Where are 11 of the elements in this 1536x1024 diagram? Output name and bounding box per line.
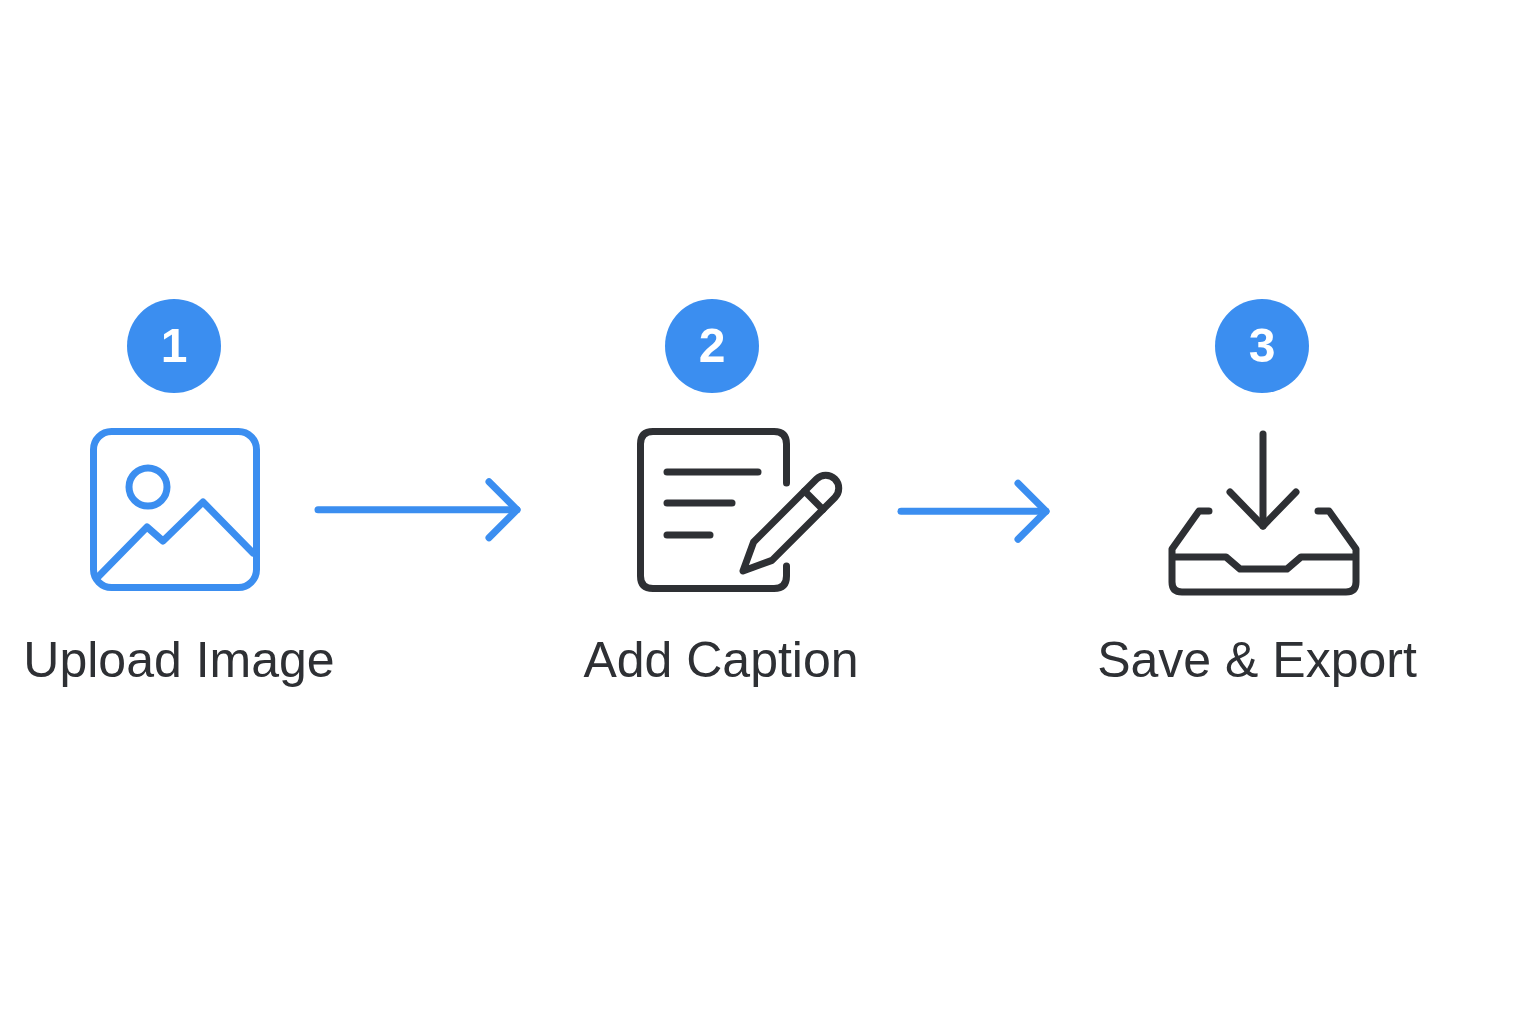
arrow	[897, 479, 1050, 543]
step-label: Upload Image	[23, 632, 335, 690]
step-label: Add Caption	[583, 632, 859, 690]
step-number: 2	[698, 322, 726, 370]
inbox-download-icon	[1166, 429, 1360, 596]
step-number: 3	[1248, 322, 1276, 370]
image-icon	[90, 428, 260, 591]
document-pencil-icon	[637, 428, 845, 592]
step-number: 1	[160, 322, 188, 370]
arrow	[314, 478, 521, 542]
step-label: Save & Export	[1097, 632, 1417, 690]
